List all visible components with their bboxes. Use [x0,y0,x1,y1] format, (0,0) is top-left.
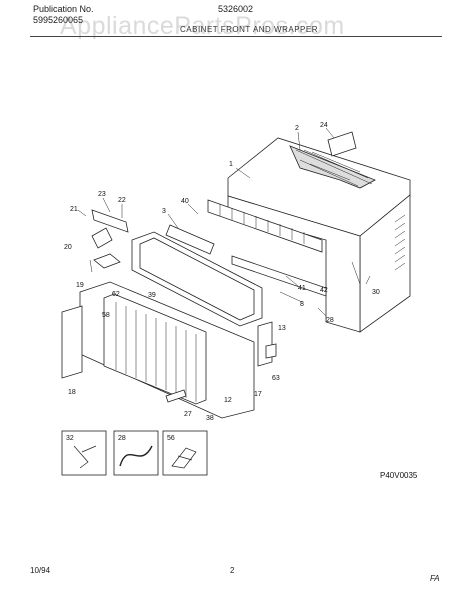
inset-label: 28 [118,435,126,442]
part-label: 40 [181,198,189,205]
part-label: 58 [102,312,110,319]
cabinet-wrapper-drawing [227,131,411,333]
side-bracket-drawing [257,321,277,367]
part-label: 63 [272,375,280,382]
strap-part-drawing [119,445,153,467]
part-label: 42 [320,287,328,294]
part-label: 38 [206,415,214,422]
part-label: 1 [229,161,233,168]
inset-label: 56 [167,435,175,442]
part-label: 22 [118,197,126,204]
clip-part-drawing [73,445,97,469]
part-labels: 1 2 24 23 22 21 3 40 20 19 62 39 58 13 4… [64,122,380,422]
part-label: 62 [112,291,120,298]
part-label: 8 [300,301,304,308]
leader-lines [77,127,371,317]
part-label: 19 [76,282,84,289]
inset-boxes [61,430,208,476]
part-label: 23 [98,191,106,198]
inset-box [61,430,107,476]
inset-box [162,430,208,476]
part-label: 18 [68,389,76,396]
part-label: 28 [326,317,334,324]
part-label: 27 [184,411,192,418]
diagram-code: P40V0035 [380,471,418,480]
publication-label: Publication No. [33,4,94,14]
bracket-part-drawing [171,447,197,469]
part-label: 21 [70,206,78,213]
part-label: 17 [254,391,262,398]
watermark: AppliancePartsPros.com [60,12,345,40]
model-number: 5326002 [218,4,254,14]
footer-date: 10/94 [30,566,51,575]
part-label: 2 [295,125,299,132]
front-grille-drawing [61,281,255,419]
footer-page: 2 [230,566,235,575]
part-label: 13 [278,325,286,332]
part-label: 30 [372,289,380,296]
inset-label: 32 [66,435,74,442]
part-label: 24 [320,122,328,129]
publication-number: 5995260065 [33,15,84,25]
part-label: 12 [224,397,232,404]
part-label: 20 [64,244,72,251]
footer-mark: FA [430,574,440,583]
header-rule [30,36,442,37]
front-frame-drawing [91,209,263,327]
section-title: CABINET FRONT AND WRAPPER [180,25,318,34]
part-label: 3 [162,208,166,215]
louver-rail-drawing [165,199,327,297]
inset-box [113,430,159,476]
part-label: 41 [298,285,306,292]
part-label: 39 [148,292,156,299]
